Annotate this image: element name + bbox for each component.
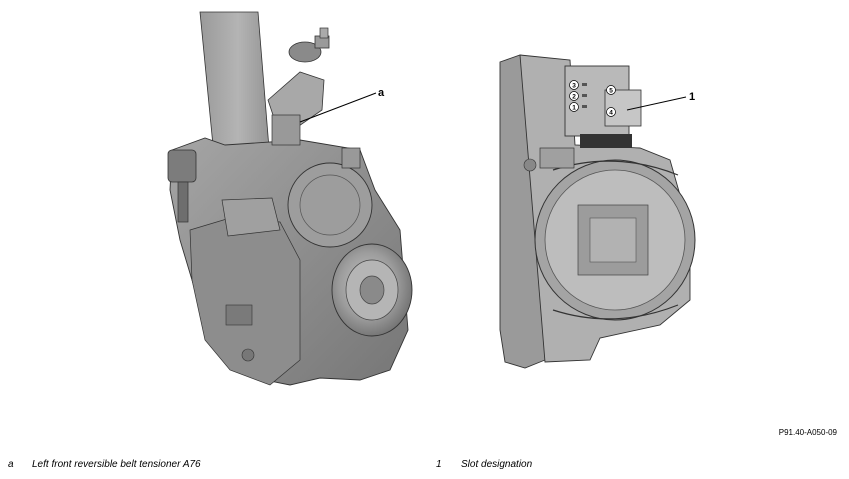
legend-key-a: a: [8, 459, 14, 470]
gear-housing: [287, 147, 373, 248]
figure-reference: P91.40-A050-09: [778, 428, 837, 437]
pin-2-marker: [569, 91, 579, 101]
legend-key-1: 1: [436, 459, 442, 470]
pin-3-marker: [569, 80, 579, 90]
pin-4-marker: [606, 107, 616, 117]
pin-3-label: 3: [572, 83, 576, 90]
belt-spool: [534, 159, 696, 321]
electric-motor: [331, 243, 413, 337]
connector-block: [564, 65, 642, 148]
pin-5-marker: [606, 85, 616, 95]
belt-tensioner-drawing: a: [167, 11, 413, 386]
callout-1-label: 1: [689, 91, 695, 103]
connector-plug: [167, 149, 197, 223]
tensioner-side-view: 3 2 1 5 4 1: [499, 54, 696, 369]
callout-a-leader: [299, 92, 377, 123]
mounting-bolt: [288, 27, 330, 63]
legend-text-a: Left front reversible belt tensioner A76: [32, 459, 201, 470]
pin-1-marker: [569, 102, 579, 112]
callout-a-label: a: [378, 87, 385, 99]
legend-text-1: Slot designation: [461, 459, 533, 470]
pin-5-label: 5: [609, 88, 613, 95]
callout-1-leader: [626, 96, 687, 111]
pin-4-label: 4: [609, 110, 613, 117]
pin-2-label: 2: [572, 94, 576, 101]
connector-pins: 3 2 1 5 4: [569, 80, 616, 117]
pin-1-label: 1: [572, 105, 576, 112]
